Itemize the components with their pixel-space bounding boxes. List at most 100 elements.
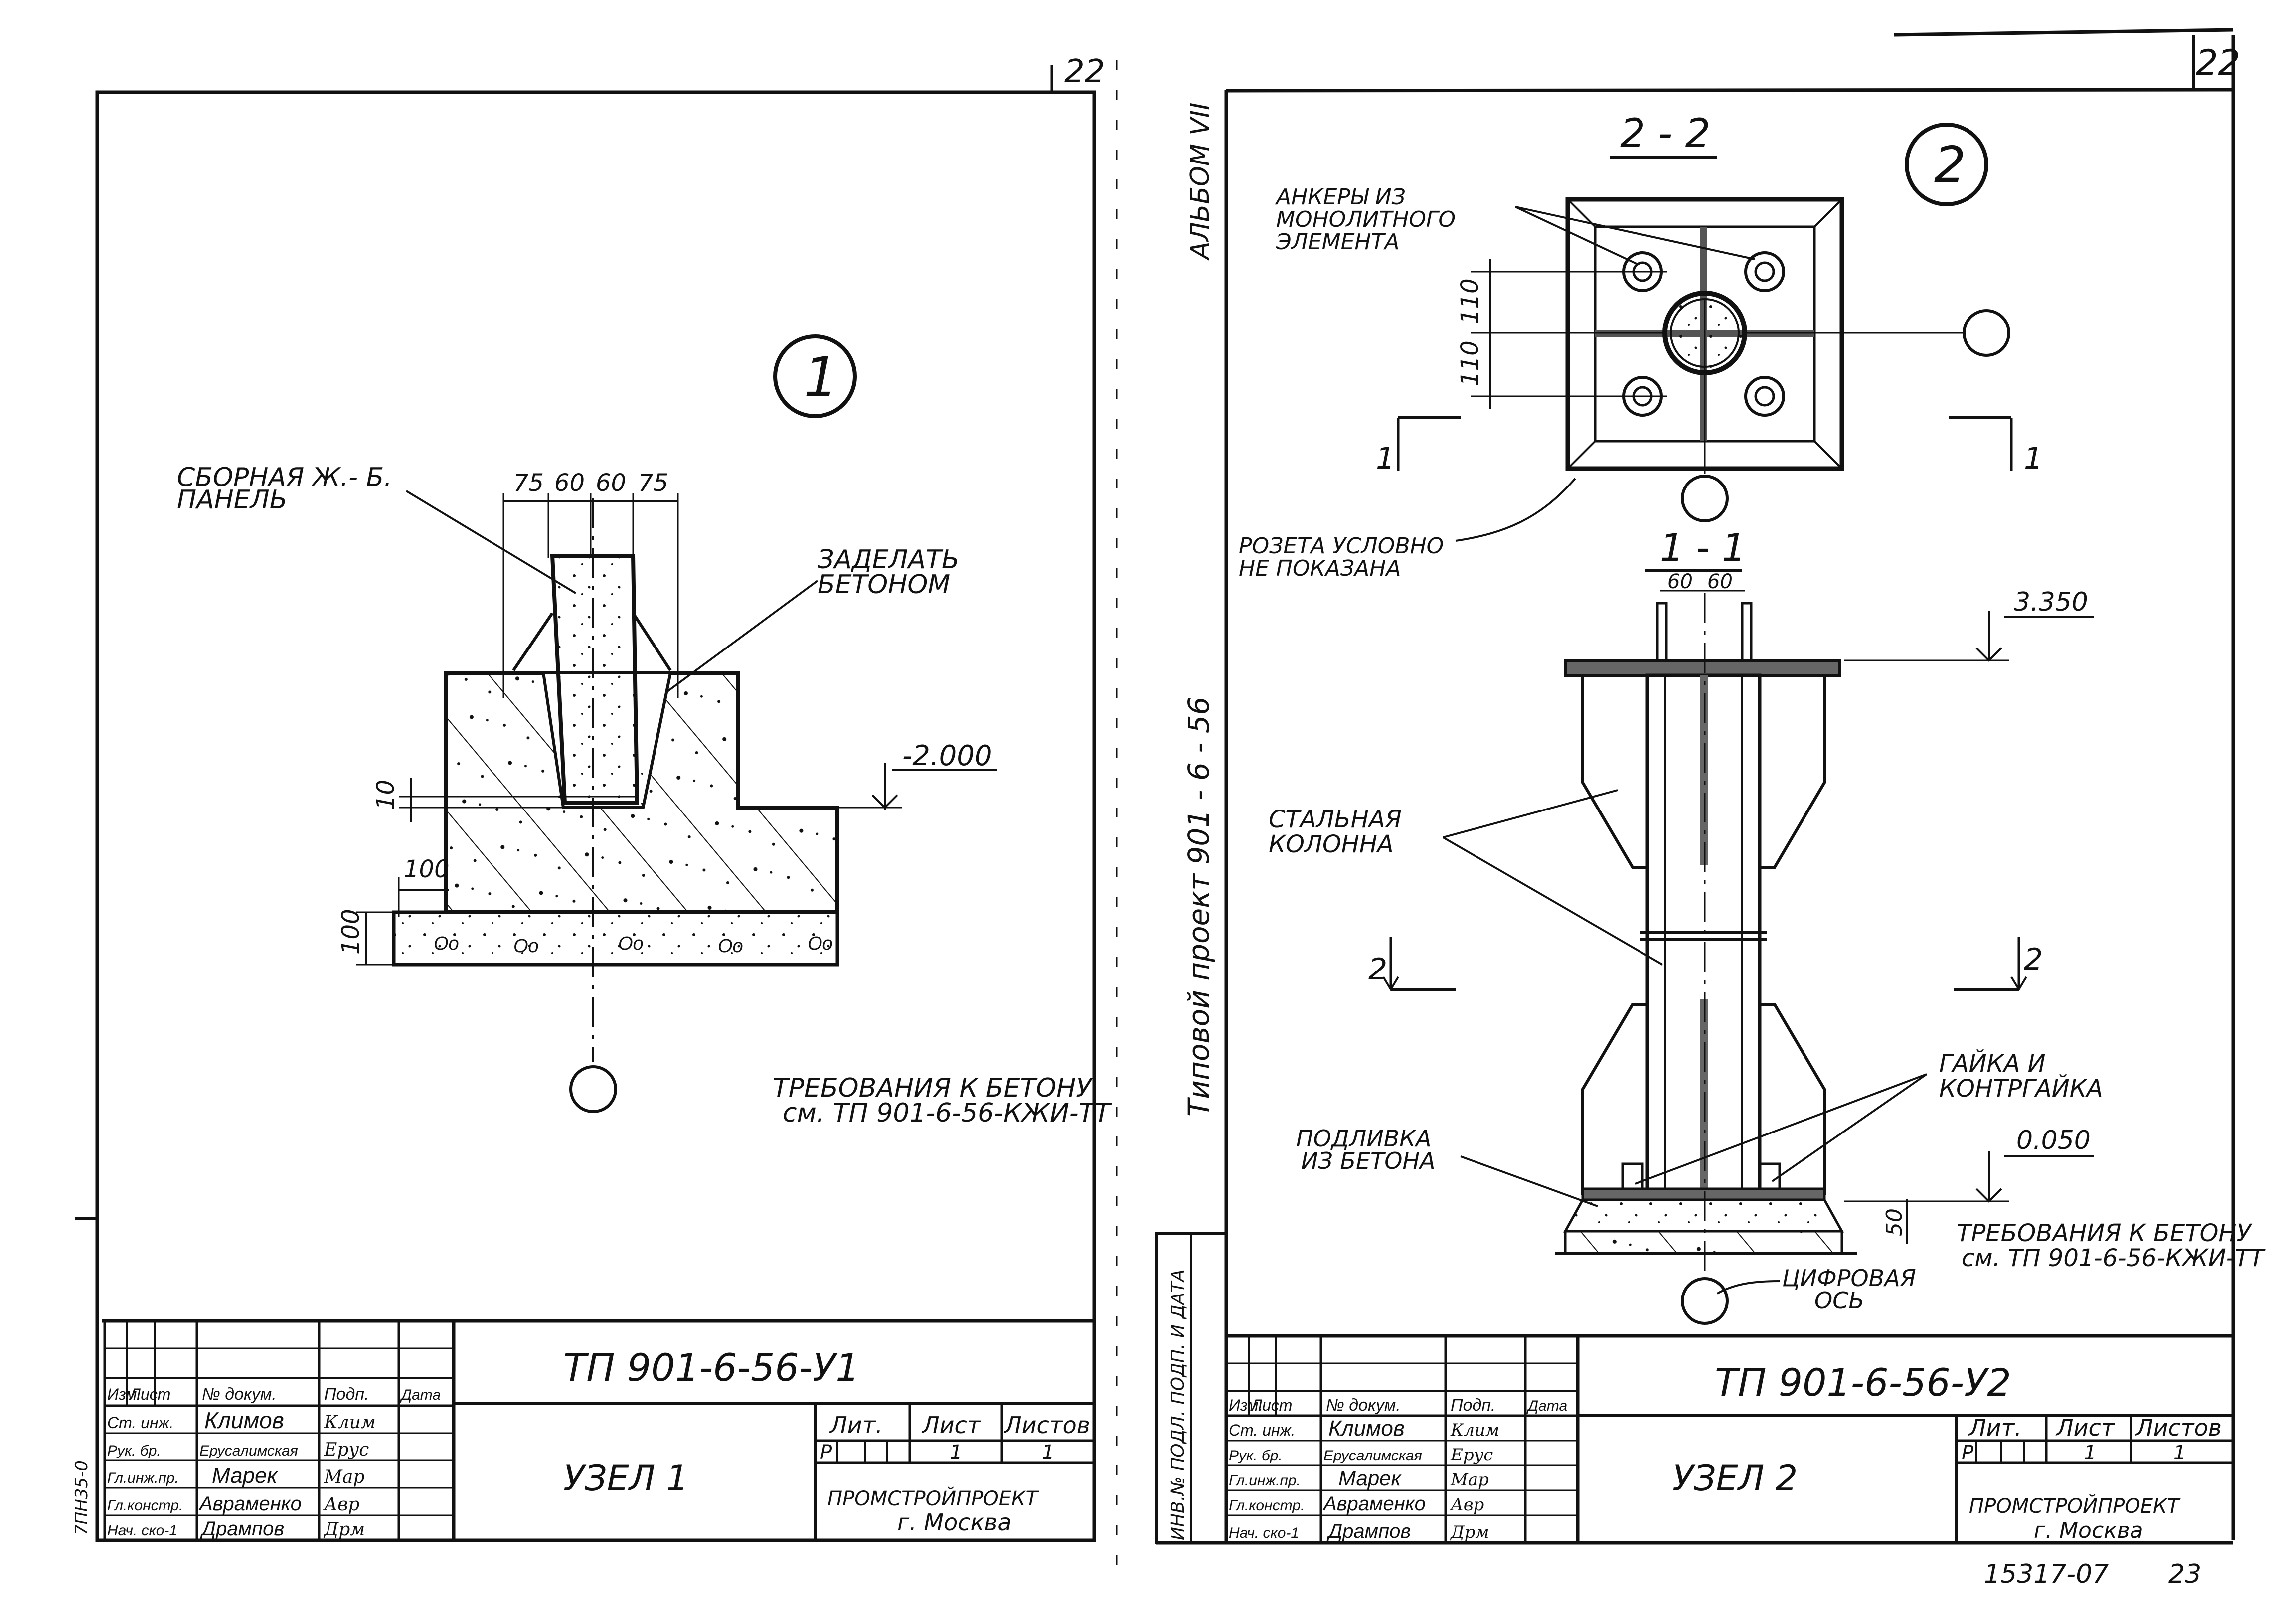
dim-60-1: 60 [1667, 570, 1693, 593]
label-anchors-2: МОНОЛИТНОГО [1276, 207, 1456, 232]
label-panel-1: СБОРНАЯ Ж.- Б. [177, 463, 392, 492]
elev-3350: 3.350 [2014, 587, 2088, 617]
svg-text:1: 1 [950, 1441, 962, 1464]
dim-110b: 110 [1456, 340, 1484, 386]
dim-75a: 75 [513, 469, 544, 497]
svg-text:Нач. ско-1: Нач. ско-1 [107, 1522, 177, 1539]
node-1-circle [773, 334, 857, 418]
svg-text:Лист: Лист [129, 1385, 170, 1403]
label-seal-1: ЗАДЕЛАТЬ [818, 545, 960, 575]
svg-text:Листов: Листов [1003, 1412, 1090, 1439]
svg-text:Лит.: Лит. [829, 1412, 883, 1439]
svg-text:Лист: Лист [921, 1412, 981, 1439]
org-city-2: г. Москва [2034, 1518, 2143, 1543]
dim-100b: 100 [337, 909, 365, 955]
drawing-code-1: ТП 901-6-56-У1 [563, 1345, 860, 1390]
svg-text:Гл.инж.пр.: Гл.инж.пр. [1229, 1472, 1301, 1489]
label-grout-1: ПОДЛИВКА [1296, 1125, 1431, 1152]
dim-110a: 110 [1456, 278, 1484, 324]
svg-text:Авраменко: Авраменко [198, 1493, 302, 1515]
dim-60-2: 60 [1707, 570, 1733, 593]
axis-circle-2b [1681, 475, 1729, 522]
svg-text:Дрм: Дрм [323, 1519, 365, 1540]
svg-text:Листов: Листов [2135, 1414, 2222, 1441]
label-column-1: СТАЛЬНАЯ [1269, 806, 1402, 833]
bottom-number: 15317-07 [1984, 1559, 2109, 1589]
label-rosette-1: РОЗЕТА УСЛОВНО [1239, 533, 1444, 559]
svg-text:Oo: Oo [513, 936, 539, 957]
svg-text:Ст. инж.: Ст. инж. [1229, 1421, 1296, 1439]
svg-text:1: 1 [2084, 1442, 2096, 1464]
dim-10: 10 [372, 780, 400, 810]
svg-text:1: 1 [2173, 1442, 2186, 1464]
node-2-number: 2 [1934, 136, 1966, 194]
svg-text:№ докум.: № докум. [202, 1385, 277, 1404]
svg-text:Рук. бр.: Рук. бр. [107, 1443, 161, 1459]
svg-text:Map: Map [1450, 1470, 1489, 1490]
svg-text:Марек: Марек [212, 1463, 279, 1488]
label-seal-2: БЕТОНОМ [818, 570, 950, 600]
svg-text:Oo: Oo [618, 933, 644, 954]
svg-text:Р: Р [1962, 1442, 1974, 1464]
note-concrete-2a: ТРЕБОВАНИЯ К БЕТОНУ [1957, 1219, 2252, 1247]
sheet-2: 22 АЛЬБОМ VII Типовой проект 901 - 6 - 5… [1155, 28, 2266, 1589]
svg-text:Гл.констр.: Гл.констр. [107, 1497, 183, 1514]
svg-text:ИНВ.№ ПОДЛ. ПОДП. И ДАТА: ИНВ.№ ПОДЛ. ПОДП. И ДАТА [1168, 1269, 1188, 1540]
svg-text:Гл.констр.: Гл.констр. [1229, 1497, 1305, 1514]
axis-circle-2c [1681, 1277, 1729, 1325]
svg-text:Гл.инж.пр.: Гл.инж.пр. [107, 1470, 179, 1486]
section-1-1-title: 1 - 1 [1660, 525, 1746, 570]
svg-text:Климов: Климов [204, 1407, 284, 1433]
svg-text:Клим: Клим [1450, 1420, 1499, 1440]
svg-text:Марек: Марек [1338, 1466, 1402, 1490]
axis-circle-2a [1963, 309, 2010, 357]
svg-text:2: 2 [1368, 952, 1387, 987]
dim-100a: 100 [404, 855, 450, 883]
title-block-2: Изм. Лист № докум. Подп. Дата Ст. инж. К… [1226, 1334, 2233, 1543]
sheet-1: 22 7ПН35-0 1 Oo Oo Oo Oo Oo 75 60 [72, 53, 1112, 1542]
grout-layer [1563, 1198, 1844, 1233]
svg-text:Лист: Лист [1250, 1396, 1292, 1414]
label-nut-2: КОНТРГАЙКА [1939, 1074, 2103, 1103]
label-panel-2: ПАНЕЛЬ [177, 485, 287, 515]
note-concrete-1b: см. ТП 901-6-56-КЖИ-ТТ [783, 1098, 1112, 1128]
svg-text:Изм.: Изм. [107, 1385, 141, 1403]
label-column-2: КОЛОННА [1269, 830, 1394, 858]
node-2-circle [1905, 123, 1988, 206]
label-axis-1: ЦИФРОВАЯ [1782, 1265, 1916, 1292]
svg-text:1: 1 [2024, 441, 2043, 476]
svg-text:Ерусалимская: Ерусалимская [1323, 1448, 1422, 1464]
label-axis-2: ОСЬ [1814, 1287, 1864, 1314]
node-1-number: 1 [804, 345, 838, 409]
note-concrete-1a: ТРЕБОВАНИЯ К БЕТОНУ [773, 1073, 1093, 1103]
svg-text:Ерусалимская: Ерусалимская [199, 1443, 298, 1459]
org-city-1: г. Москва [897, 1509, 1012, 1536]
svg-text:Авраменко: Авраменко [1322, 1493, 1426, 1515]
label-grout-2: ИЗ БЕТОНА [1301, 1147, 1436, 1174]
svg-text:Рук. бр.: Рук. бр. [1229, 1448, 1283, 1464]
svg-text:Климов: Климов [1328, 1416, 1405, 1441]
svg-text:Подп.: Подп. [324, 1385, 369, 1404]
drawing-code-2: ТП 901-6-56-У2 [1715, 1360, 2011, 1405]
bottom-plate [1581, 1187, 1826, 1201]
svg-text:Дрм: Дрм [1450, 1522, 1489, 1542]
section-2-2-title: 2 - 2 [1620, 110, 1711, 157]
steel-column [1581, 673, 1826, 1196]
dim-50: 50 [1882, 1208, 1907, 1236]
svg-text:Изм.: Изм. [1229, 1396, 1263, 1414]
svg-text:Ерус: Ерус [324, 1440, 369, 1460]
project-label: Типовой проект 901 - 6 - 56 [1182, 696, 1216, 1117]
elev-minus-2000: -2.000 [902, 740, 992, 772]
axis-circle-1 [569, 1065, 617, 1113]
svg-text:Ерус: Ерус [1450, 1445, 1493, 1465]
note-concrete-2b: см. ТП 901-6-56-КЖИ-ТТ [1962, 1244, 2266, 1272]
svg-text:Лист: Лист [2055, 1414, 2115, 1441]
elev-0050: 0.050 [2016, 1126, 2091, 1155]
svg-text:Нач. ско-1: Нач. ско-1 [1229, 1525, 1299, 1541]
svg-text:Дрампов: Дрампов [1326, 1520, 1411, 1542]
svg-text:2: 2 [2024, 942, 2043, 977]
top-plate [1564, 659, 1841, 677]
node-name-2: УЗЕЛ 2 [1672, 1458, 1798, 1499]
sheet-1-frame [95, 90, 1096, 1542]
